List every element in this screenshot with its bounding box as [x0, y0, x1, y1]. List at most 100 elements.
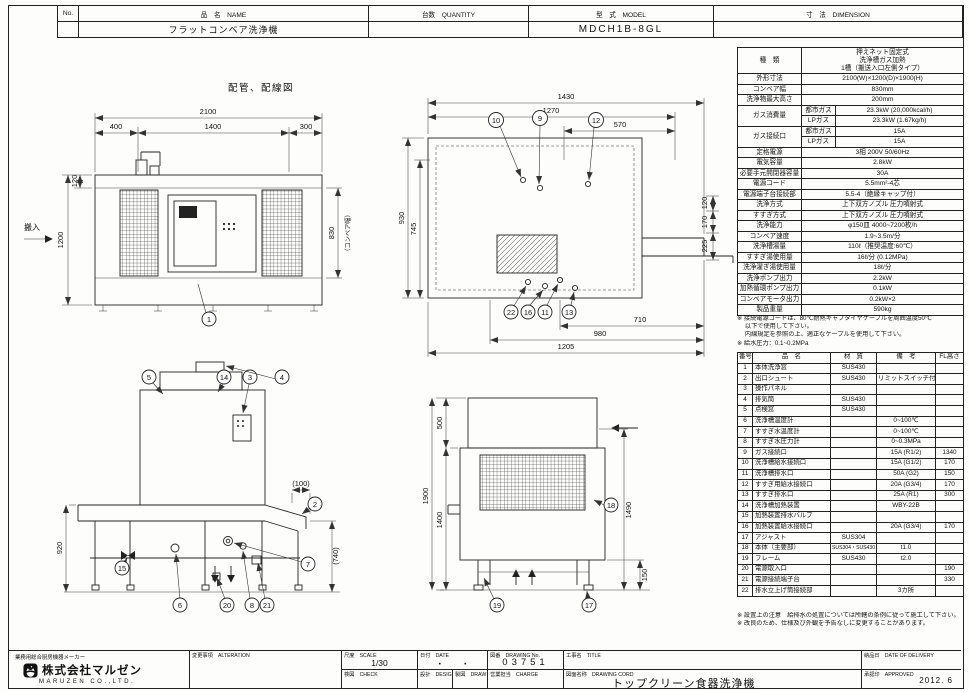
svg-text:18: 18	[607, 501, 615, 510]
callout-4: 4	[225, 365, 290, 385]
spec-value: 2100(W)×1200(D)×1900(H)	[800, 73, 965, 85]
part-no: 9	[737, 447, 753, 459]
part-note: 20A (G3/4)	[876, 521, 936, 534]
part-material	[830, 500, 877, 512]
dim-225: 225	[700, 240, 709, 253]
part-material	[830, 574, 877, 587]
project-title-cell: 工事名 TITLE	[563, 651, 861, 669]
callout-14: 14	[216, 369, 232, 393]
spec-value: 5.5mm²-4芯	[800, 178, 965, 190]
parts-note-line: ※ 設置上の注意 給排水の処置については所轄の条例に従って施工して下さい。	[737, 612, 960, 619]
title-block: No. 品 名 NAME 台数 QUANTITY 型 式 MODEL 寸 法 D…	[57, 5, 963, 38]
part-fl	[935, 510, 964, 523]
part-material: SUS304・SUS430	[830, 542, 877, 555]
part-fl	[935, 436, 964, 449]
qty-value	[368, 21, 529, 38]
spec-note-line: 内線規定を参照の上、適正なケーブルを使用して下さい。	[737, 331, 906, 339]
dim-1490: 1490	[624, 502, 633, 519]
part-material	[830, 521, 877, 534]
part-no: 1	[737, 362, 753, 375]
spec-value: 2.8kW	[800, 157, 965, 169]
part-fl	[935, 426, 964, 438]
conveyor-width-note: （コンベア幅）	[344, 211, 352, 254]
svg-text:16: 16	[524, 308, 532, 317]
spec-value: 110ℓ（推奨温度:60℃）	[800, 241, 965, 253]
spec-label: 電源端子台接続部	[737, 188, 802, 201]
callout-22: 22	[503, 285, 527, 320]
spec-value: 30A	[800, 167, 965, 180]
part-material	[830, 585, 877, 597]
date-cell: 日付 DATE・ ・	[417, 651, 487, 669]
svg-text:15: 15	[118, 564, 126, 573]
col-name: 品 名	[752, 352, 831, 364]
drawing-number: 03751	[502, 657, 549, 668]
part-fl	[935, 373, 964, 385]
company-name-en: MARUZEN CO.,LTD.	[39, 679, 136, 685]
issue-date: 2012. 6	[919, 676, 953, 685]
part-no: 21	[737, 574, 753, 587]
dim-570: 570	[614, 120, 627, 129]
delivery-label: 納品日 DATE OF DELIVERY	[864, 653, 934, 659]
dim-label: 寸 法 DIMENSION	[713, 5, 963, 22]
svg-text:9: 9	[538, 114, 542, 123]
part-material	[830, 415, 877, 428]
part-name: 加熱装置給水接続口	[752, 521, 831, 534]
part-name: アジャスト	[752, 532, 831, 544]
part-material	[830, 510, 877, 523]
part-fl: 1340	[935, 447, 964, 459]
spec-label: 電源コード	[737, 178, 802, 190]
part-no: 12	[737, 479, 753, 491]
scale-label: 尺度 SCALE	[344, 653, 377, 659]
spec-value: 上下双方ノズル 圧力噴射式	[800, 199, 965, 211]
dim-value	[713, 21, 963, 38]
spec-label: 定格電源	[737, 146, 802, 159]
dim-830: 830	[327, 227, 336, 240]
check-label: 検図 CHECK	[344, 672, 378, 678]
company-name: 株式会社マルゼン	[42, 665, 142, 677]
spec-label: 洗浄方式	[737, 199, 802, 211]
spec-label: すすぎ湯使用量	[737, 251, 802, 264]
part-fl: 300	[935, 489, 964, 502]
part-fl	[935, 532, 964, 544]
part-note: リミットスイッチ付	[876, 373, 936, 385]
part-material: SUS430	[830, 553, 877, 565]
dim-1205: 1205	[558, 342, 575, 351]
part-name: 操作パネル	[752, 383, 831, 396]
spec-label: 洗浄ポンプ出力	[737, 272, 802, 285]
callout-7: 7	[233, 542, 316, 572]
model-label: 型 式 MODEL	[528, 5, 714, 22]
carry-in-label: 搬入	[24, 222, 40, 232]
part-note	[876, 404, 936, 417]
callout-2: 2	[301, 496, 323, 515]
dim-1400: 1400	[435, 512, 444, 529]
part-note: t1.0	[876, 542, 936, 555]
plan-view-drawing: 2100 400 1400 300 1200 120 830 （コンベア幅） 搬…	[24, 107, 352, 327]
svg-text:21: 21	[263, 601, 271, 610]
part-material: SUS430	[830, 404, 877, 417]
callout-3: 3	[241, 369, 258, 414]
dim-100: (100)	[292, 479, 310, 488]
dim-1900: 1900	[421, 488, 430, 505]
part-no: 11	[737, 468, 753, 481]
spec-label: コンベア幅	[737, 83, 802, 96]
draw-label: 製図 DRAW	[455, 672, 487, 678]
part-name: 排水立上げ筒接続部	[752, 585, 831, 597]
svg-text:6: 6	[178, 601, 182, 610]
spec-label: コンベアモータ出力	[737, 293, 802, 306]
dim-120: 120	[70, 175, 79, 188]
dim-1400: 1400	[205, 122, 222, 131]
col-fl: FL高さ	[935, 352, 964, 364]
part-fl: 170	[935, 457, 964, 470]
callout-11: 11	[537, 283, 559, 320]
